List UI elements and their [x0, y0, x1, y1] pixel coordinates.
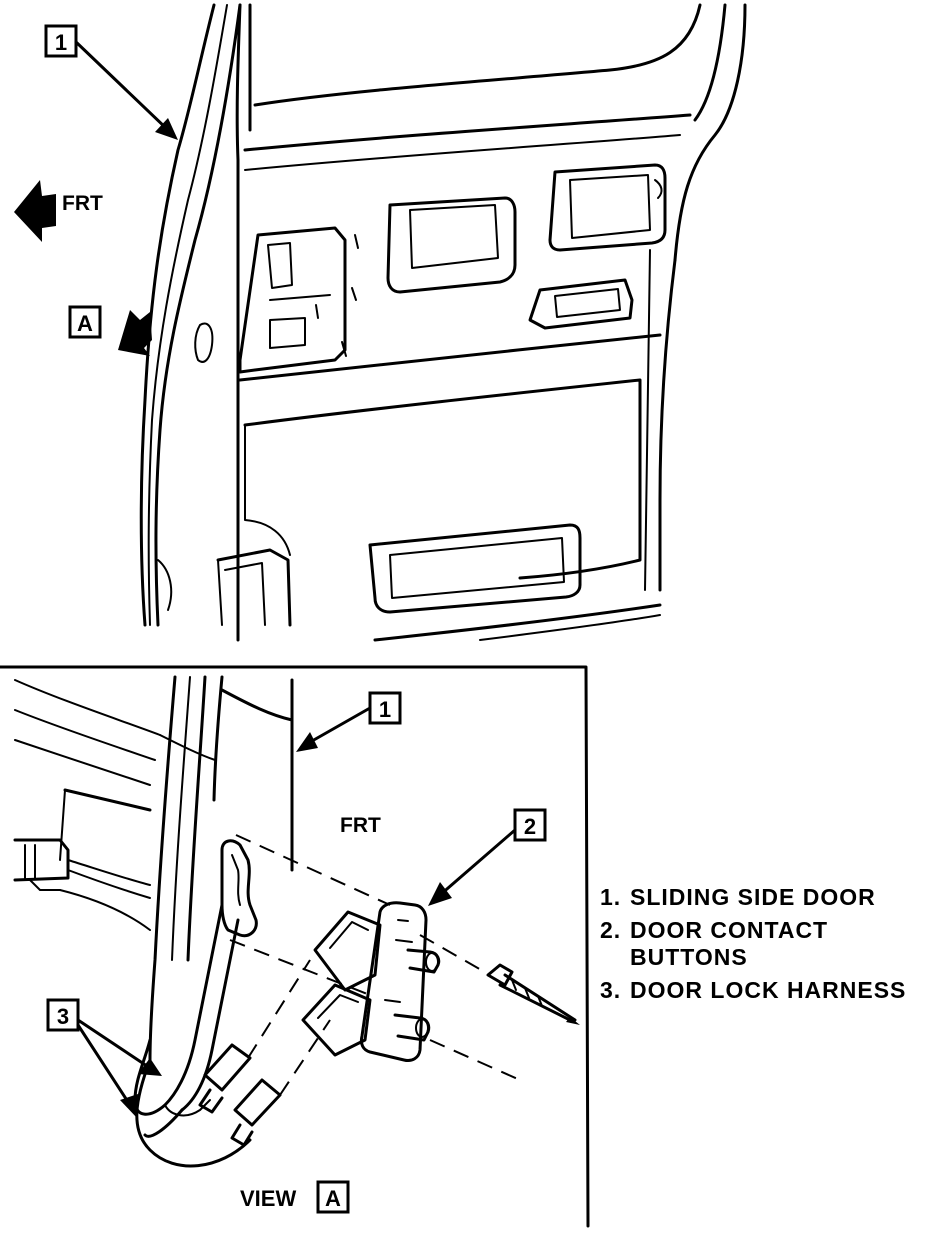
legend-item: 3. DOOR LOCK HARNESS — [600, 977, 906, 1004]
detail-view-drawing — [13, 675, 580, 1168]
legend-item: 2. DOOR CONTACT BUTTONS — [600, 917, 906, 971]
parts-legend: 1. SLIDING SIDE DOOR 2. DOOR CONTACT BUT… — [600, 884, 906, 1010]
legend-item-text: DOOR LOCK HARNESS — [630, 977, 907, 1003]
frt-label-detail: FRT — [340, 814, 381, 837]
view-a-caption: VIEW A — [240, 1180, 350, 1214]
callout-1-top: 1 — [44, 24, 178, 140]
svg-text:A: A — [325, 1186, 341, 1211]
svg-text:VIEW: VIEW — [240, 1186, 296, 1211]
svg-text:3: 3 — [57, 1004, 69, 1029]
callout-3: 3 — [46, 998, 162, 1118]
door-exterior-view — [139, 3, 747, 642]
legend-item-text: DOOR CONTACT BUTTONS — [630, 917, 829, 970]
legend-item-text: SLIDING SIDE DOOR — [630, 884, 876, 910]
svg-text:1: 1 — [55, 30, 67, 55]
callout-1-detail: 1 — [296, 691, 402, 752]
legend-item: 1. SLIDING SIDE DOOR — [600, 884, 906, 911]
svg-text:2: 2 — [524, 814, 536, 839]
legend-item-number: 2. — [600, 917, 622, 943]
svg-text:1: 1 — [379, 697, 391, 722]
legend-item-number: 1. — [600, 884, 622, 910]
view-a-marker: A — [68, 305, 152, 356]
front-direction-arrow: FRT — [14, 180, 103, 242]
frt-label-top: FRT — [62, 192, 103, 215]
svg-text:A: A — [77, 311, 93, 336]
legend-item-number: 3. — [600, 977, 622, 1003]
callout-2: 2 — [428, 808, 547, 906]
detail-view-frame — [0, 665, 590, 1228]
